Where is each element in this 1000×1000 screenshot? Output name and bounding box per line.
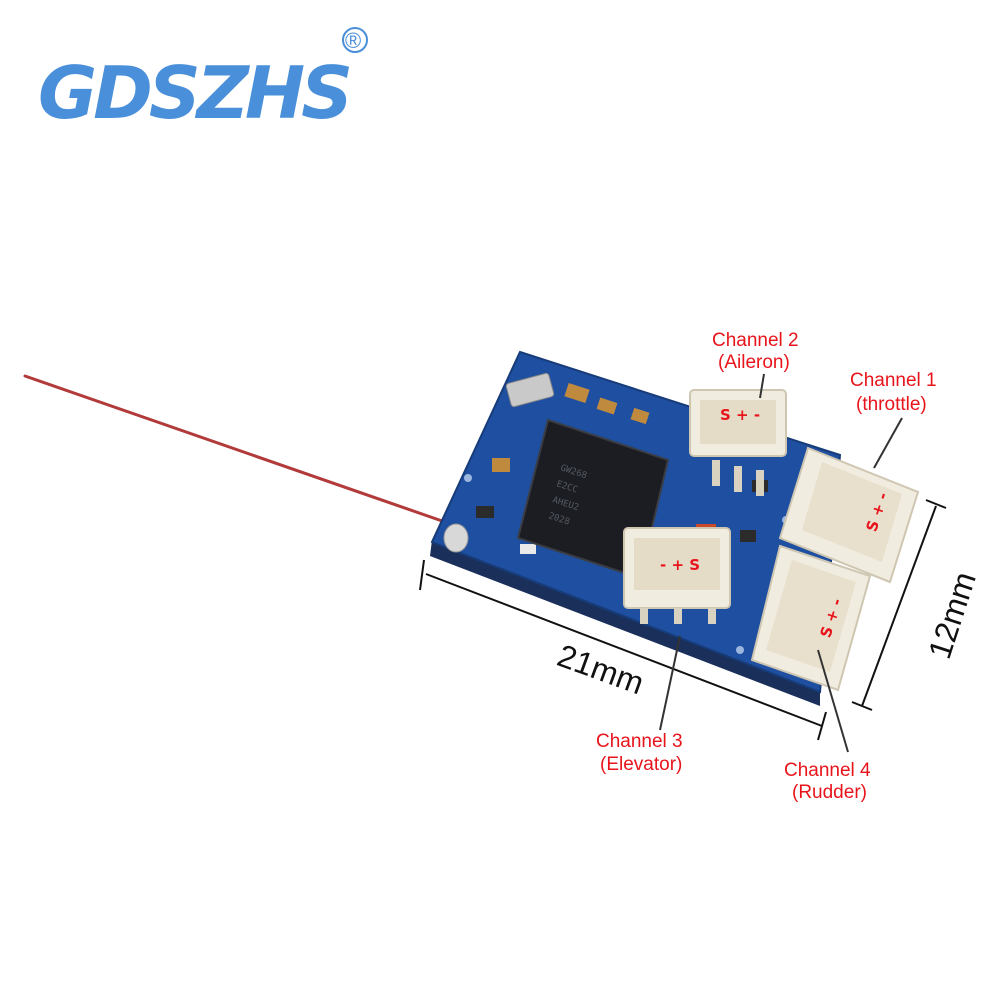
receiver-board: GW268 E2CC AHEU2 2028 <box>430 350 920 706</box>
leader-channel-1 <box>873 417 903 469</box>
connector-channel-3 <box>623 527 731 624</box>
channel-2-title: Channel 2 <box>712 330 799 351</box>
channel-3-role: (Elevator) <box>600 754 682 775</box>
channel-1-role: (throttle) <box>856 394 927 415</box>
dimension-width <box>851 499 947 711</box>
crystal <box>505 372 555 408</box>
antenna-wire <box>23 374 447 524</box>
registered-mark: ® <box>345 28 361 53</box>
capacitor <box>492 458 510 472</box>
resistor <box>520 544 536 554</box>
capacitor <box>564 382 590 404</box>
capacitor <box>596 397 618 415</box>
via <box>464 474 472 482</box>
via <box>736 646 744 654</box>
capacitor <box>630 407 650 425</box>
channel-3-label: Channel 3 (Elevator) <box>596 731 683 775</box>
channel-4-label: Channel 4 (Rudder) <box>784 760 871 803</box>
pcb-edge <box>430 540 820 706</box>
channel-2-role: (Aileron) <box>718 352 790 373</box>
logo-text: GDSZHS <box>38 51 349 135</box>
dimension-width-label: 12mm <box>921 567 983 663</box>
channel-1-title: Channel 1 <box>850 370 937 391</box>
connector-channel-1 <box>778 446 920 584</box>
dimension-length-label: 21mm <box>553 637 649 701</box>
antenna-pad <box>443 523 469 553</box>
leader-channel-4 <box>817 649 849 753</box>
connector-channel-4 <box>750 544 872 692</box>
registered-mark-circle <box>342 27 368 53</box>
channel-1-label: Channel 1 (throttle) <box>850 370 937 415</box>
connector-channel-2 <box>689 389 787 496</box>
resistor <box>476 506 494 518</box>
channel-2-label: Channel 2 (Aileron) <box>712 330 799 373</box>
channel-3-title: Channel 3 <box>596 731 683 752</box>
resistor <box>740 530 756 542</box>
brand-logo: GDSZHS ® <box>38 27 368 135</box>
pin-label-channel-2: S + - <box>720 406 760 424</box>
channel-4-role: (Rudder) <box>792 782 867 803</box>
leader-channel-2 <box>759 373 765 399</box>
pin-label-channel-3: - + S <box>660 556 700 574</box>
leader-channel-3 <box>659 635 681 731</box>
leader-lines <box>659 373 903 753</box>
dimension-length <box>419 559 827 741</box>
channel-4-title: Channel 4 <box>784 760 871 781</box>
